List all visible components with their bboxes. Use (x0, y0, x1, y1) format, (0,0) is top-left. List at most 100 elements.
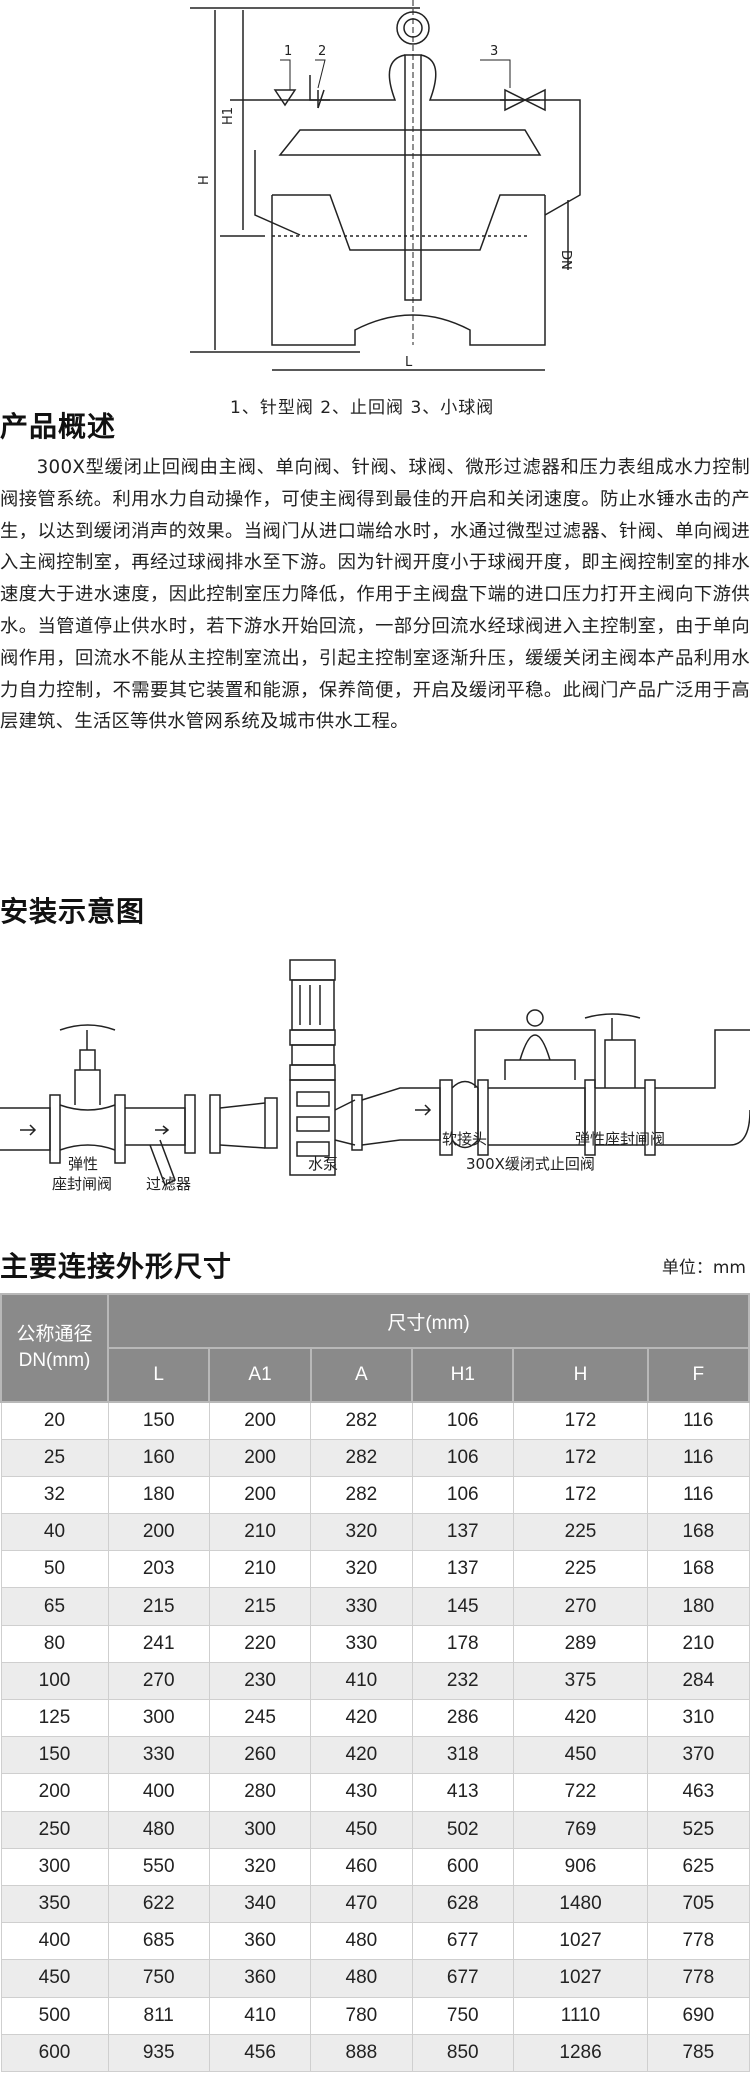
table-cell: 360 (208, 1922, 312, 1961)
label-3: 3 (490, 44, 498, 59)
table-cell: 200 (208, 1438, 312, 1477)
table-cell: 850 (411, 2033, 514, 2072)
table-cell: 282 (310, 1401, 413, 1440)
diagram-caption: 1、针型阀 2、止回阀 3、小球阀 (230, 398, 495, 418)
table-cell: 210 (647, 1624, 750, 1663)
table-cell: 80 (0, 1624, 109, 1663)
table-cell: 241 (107, 1624, 210, 1663)
label-gate-valve-1-line2: 座封闸阀 (52, 1175, 113, 1193)
table-cell: 116 (647, 1401, 750, 1440)
table-cell: 410 (208, 1996, 312, 2035)
table-cell: 450 (310, 1810, 413, 1849)
table-cell: 280 (208, 1773, 312, 1812)
label-dn: DN (558, 250, 573, 270)
table-cell: 137 (411, 1550, 514, 1589)
table-cell: 780 (310, 1996, 413, 2035)
table-cell: 625 (647, 1847, 750, 1886)
table-cell: 282 (310, 1438, 413, 1477)
table-cell: 463 (647, 1773, 750, 1812)
column-header-a1: A1 (208, 1347, 312, 1403)
table-cell: 705 (647, 1884, 750, 1924)
table-cell: 100 (0, 1661, 109, 1701)
table-cell: 320 (208, 1847, 312, 1886)
table-cell: 106 (411, 1438, 514, 1477)
table-cell: 318 (411, 1736, 514, 1775)
table-cell: 330 (107, 1736, 210, 1775)
table-cell: 500 (0, 1996, 109, 2035)
table-cell: 622 (107, 1884, 210, 1924)
table-cell: 116 (647, 1475, 750, 1515)
table-cell: 450 (512, 1736, 649, 1775)
unit-label: 单位：mm (661, 1258, 746, 1278)
table-cell: 220 (208, 1624, 312, 1663)
table-cell: 150 (0, 1736, 109, 1775)
table-cell: 210 (208, 1513, 312, 1552)
table-cell: 410 (310, 1661, 413, 1701)
table-cell: 677 (411, 1959, 514, 1998)
table-cell: 340 (208, 1884, 312, 1924)
table-cell: 460 (310, 1847, 413, 1886)
install-title: 安装示意图 (0, 895, 146, 928)
table-cell: 225 (512, 1550, 649, 1589)
table-cell: 450 (0, 1959, 109, 1998)
table-cell: 106 (411, 1475, 514, 1515)
table-cell: 420 (310, 1698, 413, 1738)
table-cell: 289 (512, 1624, 649, 1663)
table-cell: 106 (411, 1401, 514, 1440)
table-cell: 502 (411, 1810, 514, 1849)
table-cell: 888 (310, 2033, 413, 2072)
table-cell: 172 (512, 1475, 649, 1515)
table-cell: 284 (647, 1661, 750, 1701)
table-cell: 370 (647, 1736, 750, 1775)
table-cell: 470 (310, 1884, 413, 1924)
table-cell: 310 (647, 1698, 750, 1738)
table-cell: 300 (208, 1810, 312, 1849)
table-cell: 935 (107, 2033, 210, 2072)
column-header-a: A (309, 1347, 414, 1403)
installation-diagram (0, 959, 750, 1187)
table-cell: 178 (411, 1624, 514, 1663)
table-cell: 677 (411, 1922, 514, 1961)
table-cell: 400 (0, 1922, 109, 1961)
label-gate-valve-2: 弹性座封闸阀 (575, 1130, 666, 1148)
label-gate-valve-1-line1: 弹性 (68, 1155, 99, 1173)
overview-title: 产品概述 (0, 410, 117, 443)
table-cell: 270 (512, 1587, 649, 1626)
table-cell: 750 (107, 1959, 210, 1998)
table-cell: 525 (647, 1810, 750, 1849)
table-cell: 330 (310, 1624, 413, 1663)
table-cell: 320 (310, 1550, 413, 1589)
label-h1: H1 (221, 107, 236, 125)
table-cell: 137 (411, 1513, 514, 1552)
table-cell: 210 (208, 1550, 312, 1589)
table-cell: 750 (411, 1996, 514, 2035)
table-cell: 906 (512, 1847, 649, 1886)
column-header-f: F (646, 1347, 750, 1403)
table-cell: 480 (310, 1959, 413, 1998)
table-cell: 400 (107, 1773, 210, 1812)
table-cell: 456 (208, 2033, 312, 2072)
table-cell: 20 (0, 1401, 109, 1440)
label-filter: 过滤器 (146, 1175, 192, 1193)
table-cell: 375 (512, 1661, 649, 1701)
table-cell: 1286 (512, 2033, 649, 2072)
table-cell: 300 (0, 1847, 109, 1886)
dn-header-line1: 公称通径 (16, 1324, 93, 1345)
table-cell: 722 (512, 1773, 649, 1812)
table-cell: 65 (0, 1587, 109, 1626)
table-cell: 282 (310, 1475, 413, 1515)
table-cell: 180 (107, 1475, 210, 1515)
table-cell: 320 (310, 1513, 413, 1552)
column-header-h1: H1 (411, 1347, 515, 1403)
valve-dimension-drawing: 1 2 3 H1 H DN L (190, 0, 581, 371)
table-cell: 413 (411, 1773, 514, 1812)
table-cell: 200 (208, 1475, 312, 1515)
